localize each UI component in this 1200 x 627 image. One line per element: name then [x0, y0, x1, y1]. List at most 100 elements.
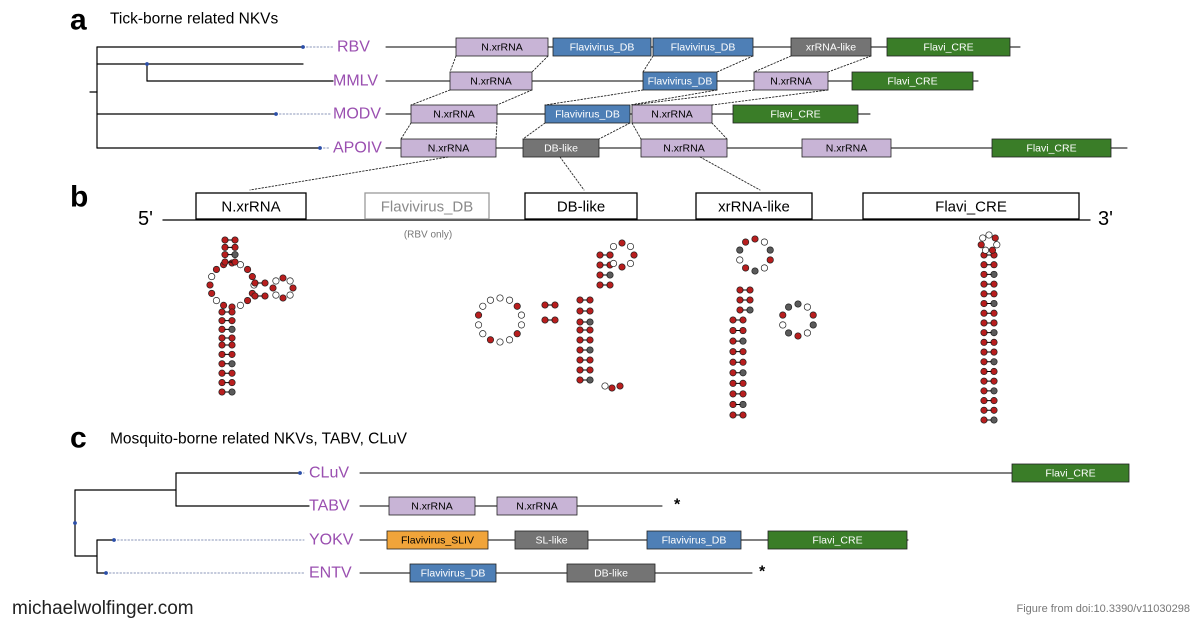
nucleotide [586, 376, 594, 384]
nucleotide [760, 238, 768, 246]
domain-box-fill [851, 71, 974, 91]
domain-cluv-1: Flavi_CRE [1011, 463, 1130, 483]
domain-box-fill [410, 104, 498, 124]
nucleotide [218, 334, 226, 342]
nucleotide [586, 318, 594, 326]
tree-node-dot [318, 146, 322, 150]
nucleotide [218, 360, 226, 368]
nucleotide [218, 341, 226, 349]
nucleotide [980, 348, 988, 356]
domain-box-fill [409, 563, 497, 583]
nucleotide [231, 251, 239, 259]
nucleotide [980, 358, 988, 366]
nucleotide [513, 302, 521, 310]
nucleotide [541, 301, 549, 309]
nucleotide [272, 291, 280, 299]
schematic-domain-box [364, 192, 490, 220]
nucleotide [551, 301, 559, 309]
domain-box-label: Flavivirus_DB [648, 76, 713, 88]
tree-node-dot [104, 571, 108, 575]
nucleotide [231, 243, 239, 251]
homology-connector [711, 122, 728, 140]
domain-box-label: Flavivirus_DB [671, 42, 736, 54]
five-prime-label: 5' [138, 208, 153, 230]
domain-box-label: N.xrRNA [826, 143, 867, 155]
schematic-domain-1: N.xrRNA [195, 192, 307, 220]
domain-box-fill [496, 496, 578, 516]
nucleotide [739, 400, 747, 408]
domain-yokv-2: SL-like [514, 530, 589, 550]
nucleotide [990, 377, 998, 385]
nucleotide [576, 307, 584, 315]
nucleotide [220, 301, 228, 309]
domain-yokv-3: Flavivirus_DB [646, 530, 742, 550]
nucleotide [729, 337, 737, 345]
domain-mmlv-2: Flavivirus_DB [642, 71, 718, 91]
nucleotide [208, 273, 216, 281]
virus-name-apoiv: APOIV [333, 140, 382, 157]
homology-connector [522, 122, 546, 140]
tree-node-dot [73, 521, 77, 525]
homology-connector [642, 55, 654, 73]
nucleotide [729, 379, 737, 387]
nucleotide [746, 296, 754, 304]
domain-box-label: Flavivirus_DB [570, 42, 635, 54]
nucleotide [742, 264, 750, 272]
domain-box-label: Flavi_CRE [923, 42, 973, 54]
nucleotide [475, 321, 483, 329]
schematic-domain-label: Flavi_CRE [935, 199, 1007, 216]
nucleotide [228, 350, 236, 358]
panel-c-letter: c [70, 422, 87, 455]
nucleotide [729, 316, 737, 324]
nucleotide [980, 280, 988, 288]
domain-apoiv-2: DB-like [522, 138, 600, 158]
nucleotide [596, 251, 604, 259]
nucleotide [779, 311, 787, 319]
nucleotide [272, 277, 280, 285]
nucleotide [760, 264, 768, 272]
homology-connector [631, 89, 755, 106]
domain-box-label: Flavivirus_DB [662, 535, 727, 547]
nucleotide [729, 348, 737, 356]
nucleotide [729, 411, 737, 419]
schematic-domain-box [862, 192, 1080, 220]
site-credit: michaelwolfinger.com [12, 598, 194, 619]
nucleotide [244, 297, 252, 305]
nucleotide [608, 384, 616, 392]
domain-box-label: Flavivirus_SLIV [401, 535, 474, 547]
domain-box-fill [753, 71, 829, 91]
domain-box-label: Flavi_CRE [770, 109, 820, 121]
homology-connector [410, 89, 451, 106]
nucleotide [606, 251, 614, 259]
structure-flavi-cre [977, 231, 1001, 424]
homology-connector [827, 55, 872, 73]
domain-box-fill [767, 530, 908, 550]
nucleotide [576, 336, 584, 344]
nucleotide [496, 294, 504, 302]
figure-source: Figure from doi:10.3390/v11030298 [1016, 603, 1190, 615]
nucleotide [990, 416, 998, 424]
domain-box-label: Flavi_CRE [887, 76, 937, 88]
nucleotide [218, 317, 226, 325]
domain-box-label: N.xrRNA [651, 109, 692, 121]
nucleotide [736, 306, 744, 314]
domain-box-label: N.xrRNA [481, 42, 522, 54]
nucleotide [739, 327, 747, 335]
nucleotide [981, 246, 990, 254]
nucleotide [626, 259, 635, 268]
domain-entv-2: DB-like [566, 563, 656, 583]
nucleotide [248, 273, 256, 281]
nucleotide [729, 369, 737, 377]
domain-rbv-1: N.xrRNA [455, 37, 549, 57]
nucleotide [736, 286, 744, 294]
nucleotide [785, 303, 793, 311]
nucleotide [990, 367, 998, 376]
nucleotide [228, 369, 236, 377]
domain-box-fill [386, 530, 489, 550]
nucleotide [803, 329, 811, 337]
virus-name-modv: MODV [333, 106, 381, 123]
truncation-star: * [674, 497, 681, 514]
tree-node-dot [298, 471, 302, 475]
nucleotide [803, 303, 811, 311]
nucleotide [736, 296, 744, 304]
